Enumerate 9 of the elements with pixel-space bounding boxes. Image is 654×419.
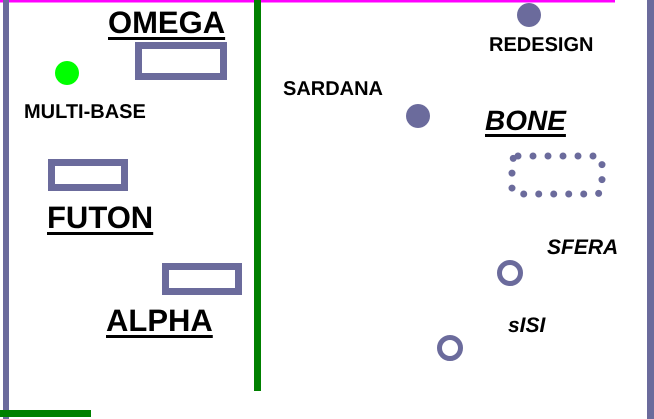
project-label: MULTI-BASE (24, 102, 146, 122)
project-label: OMEGA (108, 7, 226, 38)
project-label: sISI (508, 315, 546, 336)
project-label: SFERA (547, 237, 618, 258)
project-label: ALPHA (106, 305, 213, 336)
project-label: BONE (485, 107, 566, 135)
project-label: REDESIGN (489, 35, 594, 55)
project-label: SARDANA (283, 79, 383, 99)
project-label: FUTON (47, 202, 154, 233)
